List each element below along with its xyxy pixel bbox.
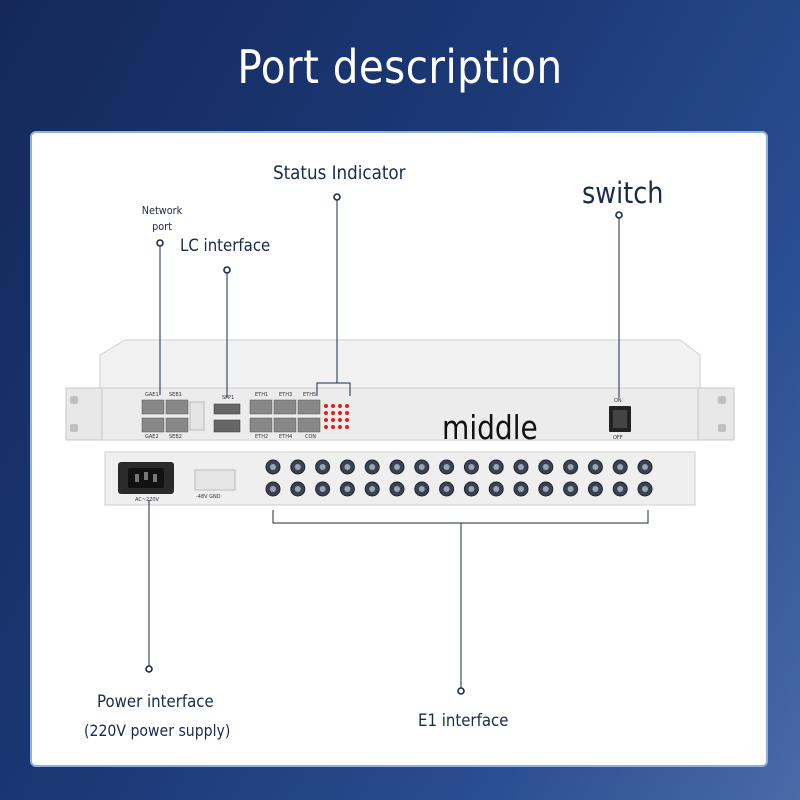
e1-interface-label: E1 interface: [418, 711, 509, 731]
port-label-eth1: ETH1: [255, 392, 269, 398]
bnc-center: [518, 464, 524, 470]
network-ports-group: [141, 399, 189, 433]
switch-label: switch: [582, 176, 664, 210]
ac-label: AC~220V: [135, 497, 159, 503]
page-title: Port description: [237, 40, 563, 94]
bnc-center: [493, 464, 500, 470]
bnc-center: [394, 486, 400, 492]
power-switch[interactable]: [609, 406, 631, 432]
status-indicator-label: Status Indicator: [273, 162, 406, 184]
status-led: [338, 411, 342, 415]
bnc-center: [468, 464, 475, 470]
bnc-center: [270, 464, 276, 470]
status-led: [338, 425, 342, 429]
e1-bnc-connectors: [265, 459, 653, 497]
leader-dots: [145, 193, 623, 695]
status-led: [324, 425, 328, 429]
status-led: [324, 404, 328, 408]
bnc-center: [567, 464, 574, 470]
switch-on-mark: ON: [614, 398, 622, 404]
bnc-center: [394, 464, 400, 470]
bnc-center: [443, 486, 450, 492]
switch-off-mark: OFF: [613, 435, 623, 441]
bnc-center: [270, 486, 276, 492]
bnc-center: [542, 464, 549, 470]
network-port-label: Network port: [141, 204, 183, 233]
eth-ports-group: [249, 399, 321, 433]
power-supply-label: (220V power supply): [84, 721, 231, 740]
lower-unit: [104, 451, 696, 506]
bnc-center: [567, 486, 574, 492]
bnc-center: [617, 464, 624, 470]
status-led: [331, 404, 335, 408]
status-led: [345, 418, 349, 422]
diagram-card: [30, 131, 768, 767]
port-label-gae1: GAE1: [145, 392, 159, 398]
status-led: [345, 411, 349, 415]
bnc-center: [319, 486, 326, 492]
port-label-gae2: GAE2: [145, 434, 159, 440]
status-led: [338, 418, 342, 422]
bnc-center: [518, 486, 524, 492]
port-label-seb1: SEB1: [169, 392, 182, 398]
port-label-seb2: SEB2: [169, 434, 182, 440]
leader-lines: [148, 197, 649, 690]
rack-ear-right: [697, 387, 735, 441]
port-label-eth2: ETH2: [255, 434, 269, 440]
bnc-center: [642, 464, 648, 470]
status-led: [345, 404, 349, 408]
bnc-center: [319, 464, 326, 470]
status-led: [331, 418, 335, 422]
status-leds: [324, 404, 349, 429]
bnc-center: [592, 464, 599, 470]
bnc-center: [294, 486, 301, 492]
bnc-center: [592, 486, 599, 492]
ac-power-socket[interactable]: [118, 462, 174, 494]
bnc-center: [418, 464, 425, 470]
status-led: [324, 418, 328, 422]
dc-label: -48V GND: [196, 494, 221, 500]
middle-label: middle: [442, 408, 538, 447]
lc-interface-label: LC interface: [180, 236, 271, 256]
port-label-eth4: ETH4: [279, 434, 293, 440]
bnc-center: [542, 486, 549, 492]
bnc-center: [493, 486, 500, 492]
bnc-center: [443, 464, 450, 470]
status-led: [324, 411, 328, 415]
port-label-eth5: ETH5: [303, 392, 317, 398]
bnc-center: [344, 464, 351, 470]
power-interface-label: Power interface: [97, 692, 214, 712]
bnc-center: [617, 486, 624, 492]
bnc-center: [344, 486, 351, 492]
upper-unit: [65, 339, 735, 441]
bnc-center: [369, 464, 376, 470]
status-led: [338, 404, 342, 408]
sfp-lc-port: [213, 403, 241, 433]
bnc-center: [468, 486, 475, 492]
bnc-center: [418, 486, 425, 492]
bnc-center: [642, 486, 648, 492]
rack-ear-left: [65, 387, 103, 441]
bnc-center: [369, 486, 376, 492]
port-label-con: CON: [305, 434, 317, 440]
status-led: [331, 411, 335, 415]
port-label-eth3: ETH3: [279, 392, 293, 398]
port-label-sfp1: SFP1: [222, 395, 235, 401]
bnc-center: [294, 464, 301, 470]
status-led: [345, 425, 349, 429]
status-led: [331, 425, 335, 429]
